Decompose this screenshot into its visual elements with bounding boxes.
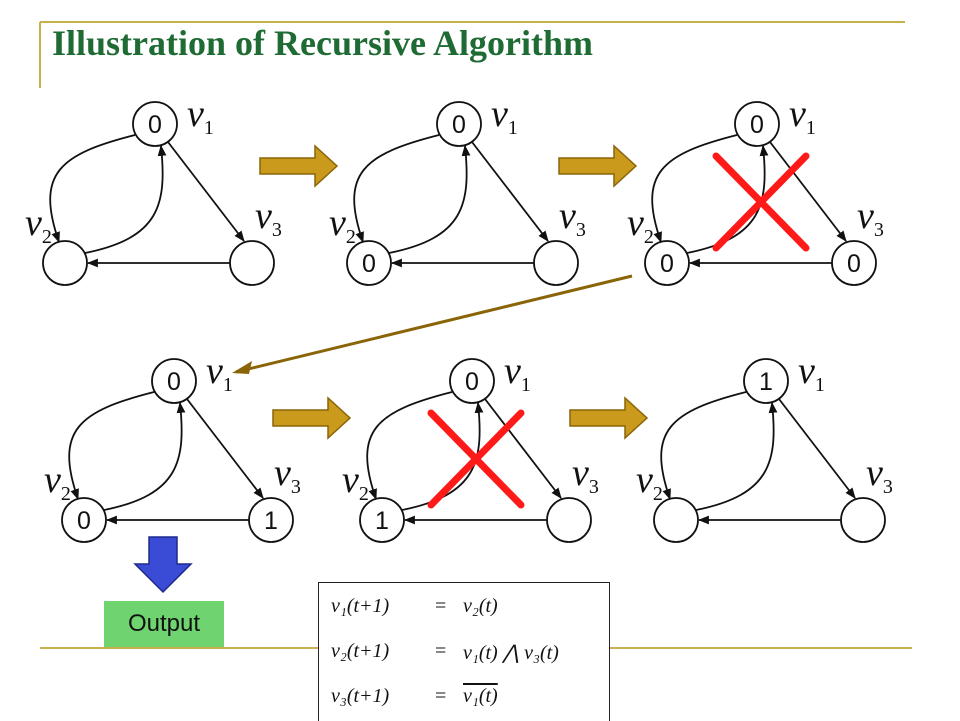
node-v1 xyxy=(449,358,495,404)
edge-v2-to-v1 xyxy=(401,401,484,511)
edge-v2-to-v1 xyxy=(388,144,471,254)
edge-v1-to-v2 xyxy=(49,134,136,244)
equation-rhs: v₁(t) ⋀ v₃(t) xyxy=(463,642,559,664)
wrap-around-arrow xyxy=(235,274,633,374)
output-down-arrow xyxy=(133,536,193,594)
transition-arrow xyxy=(272,396,352,440)
edge-v1-to-v2 xyxy=(366,391,453,501)
cross-mark-stroke xyxy=(712,152,810,252)
edge-v1-to-v3 xyxy=(769,141,847,242)
cross-mark-stroke xyxy=(427,409,525,509)
node-v2 xyxy=(346,240,392,286)
equation-lhs: v₃(t+1) xyxy=(331,685,390,707)
node-v3-value: 1 xyxy=(264,507,278,535)
equation-box: v₁(t+1) = v₂(t) v₂(t+1) = v₁(t) ⋀ v₃(t) … xyxy=(318,582,610,721)
vertex-name-label: v1 xyxy=(504,350,531,396)
network-state-4: 0 0 1 v1 v2 v3 xyxy=(44,350,301,543)
equation-lhs: v₂(t+1) xyxy=(331,640,390,662)
edge-v1-to-v2 xyxy=(353,134,440,244)
vertex-name-label: v2 xyxy=(342,459,369,505)
edge-v1-to-v2 xyxy=(651,134,738,244)
node-v1-value: 0 xyxy=(750,111,764,139)
vertex-name-label: v3 xyxy=(572,452,599,498)
vertex-name-label: v1 xyxy=(798,350,825,396)
transition-arrow xyxy=(558,144,638,188)
edge-v2-to-v1 xyxy=(84,144,167,254)
edge-v1-to-v3 xyxy=(778,398,856,499)
node-v1-value: 0 xyxy=(167,368,181,396)
vertex-name-label: v2 xyxy=(636,459,663,505)
node-v2 xyxy=(61,497,107,543)
node-v3-value: 0 xyxy=(847,250,861,278)
node-v3 xyxy=(840,497,886,543)
edge-v1-to-v2 xyxy=(660,391,747,501)
vertex-name-label: v2 xyxy=(44,459,71,505)
vertex-name-label: v1 xyxy=(206,350,233,396)
node-v2-value: 0 xyxy=(362,250,376,278)
node-v3 xyxy=(546,497,592,543)
slide-title: Illustration of Recursive Algorithm xyxy=(52,23,593,63)
node-v2 xyxy=(359,497,405,543)
node-v1 xyxy=(151,358,197,404)
node-v1-value: 1 xyxy=(759,368,773,396)
edge-v2-to-v1 xyxy=(695,401,778,511)
edge-v1-to-v3 xyxy=(484,398,562,499)
vertex-name-label: v2 xyxy=(25,202,52,248)
vertex-name-label: v1 xyxy=(187,93,214,139)
node-v2-value: 0 xyxy=(77,507,91,535)
vertex-name-label: v2 xyxy=(627,202,654,248)
node-v2 xyxy=(653,497,699,543)
vertex-name-label: v2 xyxy=(329,202,356,248)
equation-lhs: v₁(t+1) xyxy=(331,595,390,617)
equation-rhs-negated: v₁(t) xyxy=(463,685,498,707)
equation-rhs: v₂(t) xyxy=(463,595,498,617)
node-v1-value: 0 xyxy=(148,111,162,139)
node-v2 xyxy=(42,240,88,286)
node-v1 xyxy=(743,358,789,404)
vertex-name-label: v3 xyxy=(559,195,586,241)
node-v3 xyxy=(831,240,877,286)
equation-equals: = xyxy=(435,640,447,662)
vertex-name-label: v3 xyxy=(255,195,282,241)
edge-v2-to-v1 xyxy=(103,401,186,511)
network-state-1: 0 v1 v2 v3 xyxy=(25,93,282,286)
edge-v1-to-v3 xyxy=(167,141,245,242)
node-v1-value: 0 xyxy=(465,368,479,396)
network-state-5: 0 1 v1 v2 v3 xyxy=(342,350,599,543)
node-v2-value: 0 xyxy=(660,250,674,278)
edge-v1-to-v2 xyxy=(68,391,155,501)
vertex-name-label: v1 xyxy=(491,93,518,139)
node-v1-value: 0 xyxy=(452,111,466,139)
output-box: Output xyxy=(104,601,224,647)
node-v1 xyxy=(734,101,780,147)
vertex-name-label: v3 xyxy=(866,452,893,498)
node-v3 xyxy=(533,240,579,286)
node-v1 xyxy=(132,101,178,147)
node-v3 xyxy=(229,240,275,286)
node-v3 xyxy=(248,497,294,543)
network-state-6: 1 v1 v2 v3 xyxy=(636,350,893,543)
wrap-around-arrowhead xyxy=(232,361,252,374)
transition-arrow xyxy=(569,396,649,440)
transition-arrow xyxy=(259,144,339,188)
vertex-name-label: v1 xyxy=(789,93,816,139)
edge-v1-to-v3 xyxy=(471,141,549,242)
vertex-name-label: v3 xyxy=(274,452,301,498)
equation-equals: = xyxy=(435,685,447,707)
node-v2-value: 1 xyxy=(375,507,389,535)
vertex-name-label: v3 xyxy=(857,195,884,241)
network-state-2: 0 0 v1 v2 v3 xyxy=(329,93,586,286)
equation-equals: = xyxy=(435,595,447,617)
edge-v2-to-v1 xyxy=(686,144,769,254)
node-v1 xyxy=(436,101,482,147)
network-state-3: 0 0 0 v1 v2 v3 xyxy=(627,93,884,286)
edge-v1-to-v3 xyxy=(186,398,264,499)
node-v2 xyxy=(644,240,690,286)
